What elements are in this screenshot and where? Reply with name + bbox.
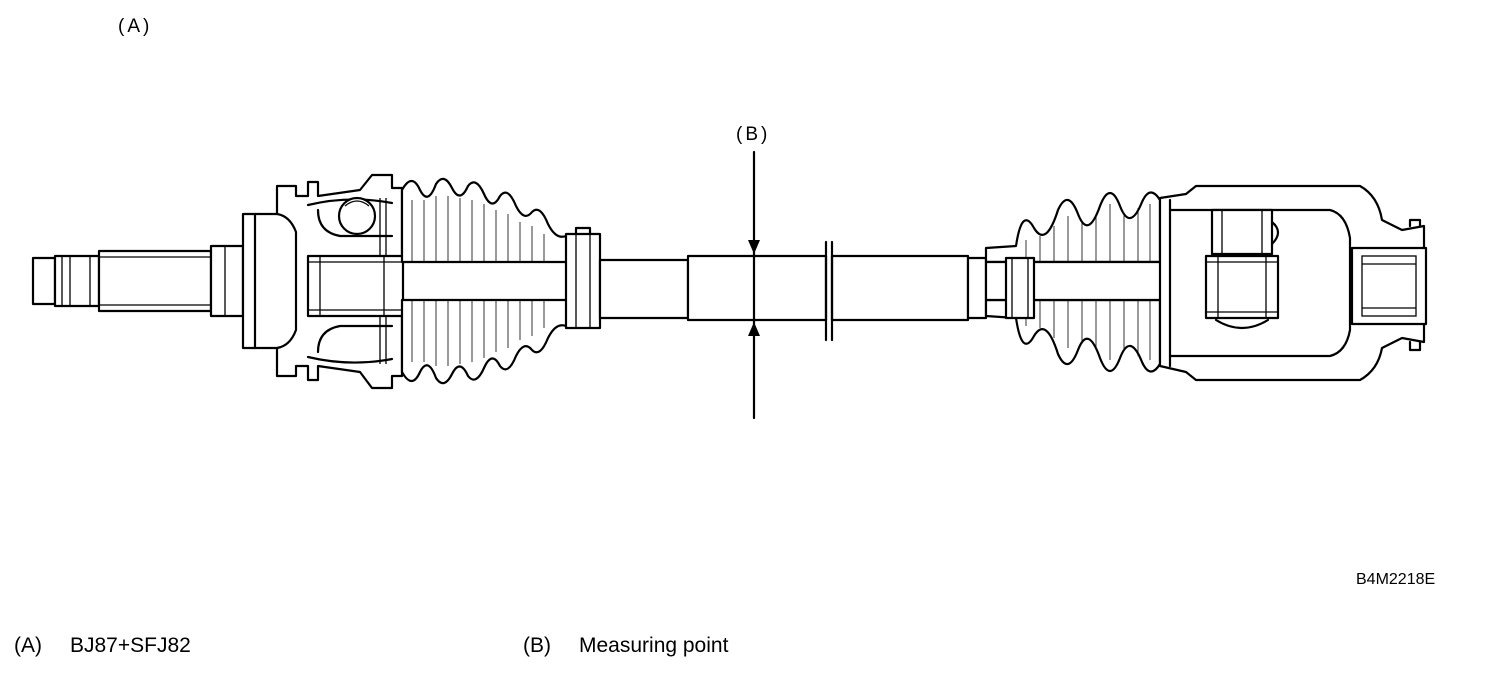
inboard-boot (984, 191, 1188, 373)
outboard-boot (400, 177, 602, 385)
figure-label-a: (A) (118, 16, 152, 37)
legend-item-a: (A) BJ87+SFJ82 (14, 634, 191, 658)
outboard-joint-housing (241, 173, 405, 390)
outboard-spline-shaft (31, 244, 245, 318)
legend-item-b: (B) Measuring point (523, 634, 728, 658)
legend-key: (A) (14, 634, 42, 657)
figure-label-b: (B) (736, 124, 770, 145)
legend-key: (B) (523, 634, 551, 657)
figure-code: B4M2218E (1356, 571, 1435, 588)
inboard-joint-housing (1158, 184, 1428, 382)
legend-text: Measuring point (579, 634, 729, 657)
legend-text: BJ87+SFJ82 (70, 634, 191, 657)
axle-shaft (598, 240, 988, 342)
measuring-point-marker (748, 150, 760, 420)
